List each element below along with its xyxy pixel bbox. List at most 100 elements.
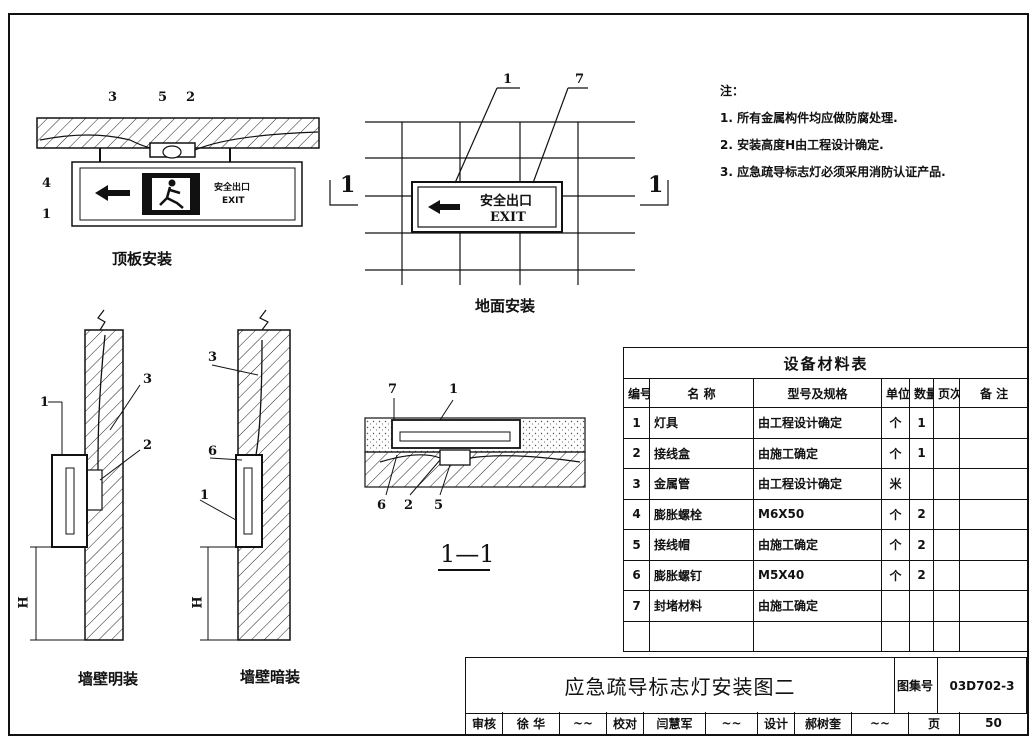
materials-table-cell: M5X40 [753, 559, 882, 591]
materials-table-cell [881, 590, 910, 622]
ceiling-callout-4: 4 [42, 176, 52, 191]
wall-recessed-callout-6: 6 [208, 444, 218, 459]
materials-table-cell [958, 437, 1030, 469]
materials-table-cell [649, 620, 754, 652]
wall-recessed-caption: 墙壁暗装 [240, 668, 301, 686]
materials-header-cell: 页次 [933, 378, 960, 408]
materials-table-cell [933, 498, 960, 530]
materials-table-cell: 1 [909, 437, 934, 469]
notes-block: 注： 1. 所有金属构件均应做防腐处理. 2. 安装高度H由工程设计确定. 3.… [720, 78, 946, 186]
section-callout-6: 6 [377, 498, 387, 513]
materials-table-cell [933, 529, 960, 561]
materials-table-cell: 封堵材料 [649, 590, 754, 622]
wall-surface-caption: 墙壁明装 [78, 670, 139, 688]
materials-table-cell [958, 407, 1030, 439]
section-callout-1: 1 [449, 382, 459, 397]
ceiling-sign-text-en: EXIT [222, 196, 245, 206]
ceiling-callout-2: 2 [186, 90, 196, 105]
materials-table-cell [933, 559, 960, 591]
drawing-title: 应急疏导标志灯安装图二 [465, 657, 895, 714]
materials-table-cell: 3 [623, 468, 650, 500]
materials-table-cell: 个 [881, 529, 910, 561]
materials-header-cell: 备 注 [958, 378, 1030, 408]
materials-header-cell: 型号及规格 [753, 378, 882, 408]
materials-table-cell [909, 620, 934, 652]
floor-caption: 地面安装 [475, 297, 536, 315]
floor-sign-text-cn: 安全出口 [480, 194, 533, 209]
reviewer-name: 徐 华 [503, 712, 560, 734]
materials-table-cell: 1 [909, 407, 934, 439]
materials-table-cell [958, 590, 1030, 622]
ceiling-callout-1: 1 [42, 207, 52, 222]
atlas-no: 03D702-3 [938, 657, 1027, 714]
materials-table-cell: 个 [881, 437, 910, 469]
materials-table-cell: 由施工确定 [753, 529, 882, 561]
design-label: 设计 [758, 712, 795, 734]
materials-table-cell [933, 407, 960, 439]
materials-table-cell [623, 620, 650, 652]
materials-header-cell: 编号 [623, 378, 650, 408]
materials-table-cell: 由施工确定 [753, 590, 882, 622]
checker-signature: ~~ [706, 712, 758, 734]
materials-table-cell: 金属管 [649, 468, 754, 500]
check-label: 校对 [607, 712, 644, 734]
materials-table-cell [933, 437, 960, 469]
materials-table-row [623, 620, 1030, 652]
section-callout-7: 7 [388, 382, 398, 397]
materials-table-cell: 2 [909, 498, 934, 530]
section-callout-2: 2 [404, 498, 414, 513]
note-2: 2. 安装高度H由工程设计确定. [720, 138, 884, 152]
wall-recessed-view [199, 309, 291, 641]
materials-table-title: 设备材料表 [622, 347, 1030, 379]
materials-table-cell [958, 529, 1030, 561]
title-block: 应急疏导标志灯安装图二 图集号 03D702-3 审核 徐 华 ~~ 校对 闫慧… [465, 657, 1028, 735]
wall-surface-callout-3: 3 [143, 372, 153, 387]
materials-table-cell: 灯具 [649, 407, 754, 439]
materials-table-cell: 接线帽 [649, 529, 754, 561]
materials-table-cell: M6X50 [753, 498, 882, 530]
materials-header-row: 编号名 称型号及规格单位数量页次备 注 [623, 378, 1030, 408]
materials-table-cell [933, 620, 960, 652]
materials-table: 设备材料表 编号名 称型号及规格单位数量页次备 注 1灯具由工程设计确定个12接… [622, 347, 1030, 652]
materials-header-cell: 单位 [881, 378, 910, 408]
materials-table-cell: 2 [909, 559, 934, 591]
wall-recessed-callout-1: 1 [200, 488, 210, 503]
materials-table-cell [958, 498, 1030, 530]
materials-table-cell: 由工程设计确定 [753, 407, 882, 439]
materials-table-cell: 1 [623, 407, 650, 439]
note-1: 1. 所有金属构件均应做防腐处理. [720, 111, 898, 125]
checker-name: 闫慧军 [644, 712, 706, 734]
page-label: 页 [909, 712, 960, 734]
arrow-left-icon [95, 185, 130, 201]
section-caption: 1—1 [440, 540, 495, 568]
materials-table-cell: 个 [881, 498, 910, 530]
materials-table-cell [958, 559, 1030, 591]
materials-table-cell: 2 [623, 437, 650, 469]
designer-signature: ~~ [852, 712, 909, 734]
materials-table-cell [881, 620, 910, 652]
materials-table-cell: 个 [881, 559, 910, 591]
wall-surface-callout-1: 1 [40, 395, 50, 410]
arrow-left-icon [428, 200, 460, 214]
ceiling-installation-view [36, 117, 320, 227]
materials-table-cell: 4 [623, 498, 650, 530]
note-3: 3. 应急疏导标志灯必须采用消防认证产品. [720, 165, 946, 179]
wall-surface-height-label: H [16, 596, 32, 609]
materials-header-cell: 数量 [909, 378, 934, 408]
materials-table-cell: 个 [881, 407, 910, 439]
section-1-1-view [364, 398, 586, 571]
wall-recessed-height-label: H [190, 596, 206, 609]
materials-table-cell [909, 468, 934, 500]
section-callout-5: 5 [434, 498, 444, 513]
wall-surface-callout-2: 2 [143, 438, 153, 453]
floor-callout-7: 7 [575, 72, 585, 87]
materials-header-cell: 名 称 [649, 378, 754, 408]
materials-table-cell: 2 [909, 529, 934, 561]
ceiling-caption: 顶板安装 [112, 250, 173, 268]
